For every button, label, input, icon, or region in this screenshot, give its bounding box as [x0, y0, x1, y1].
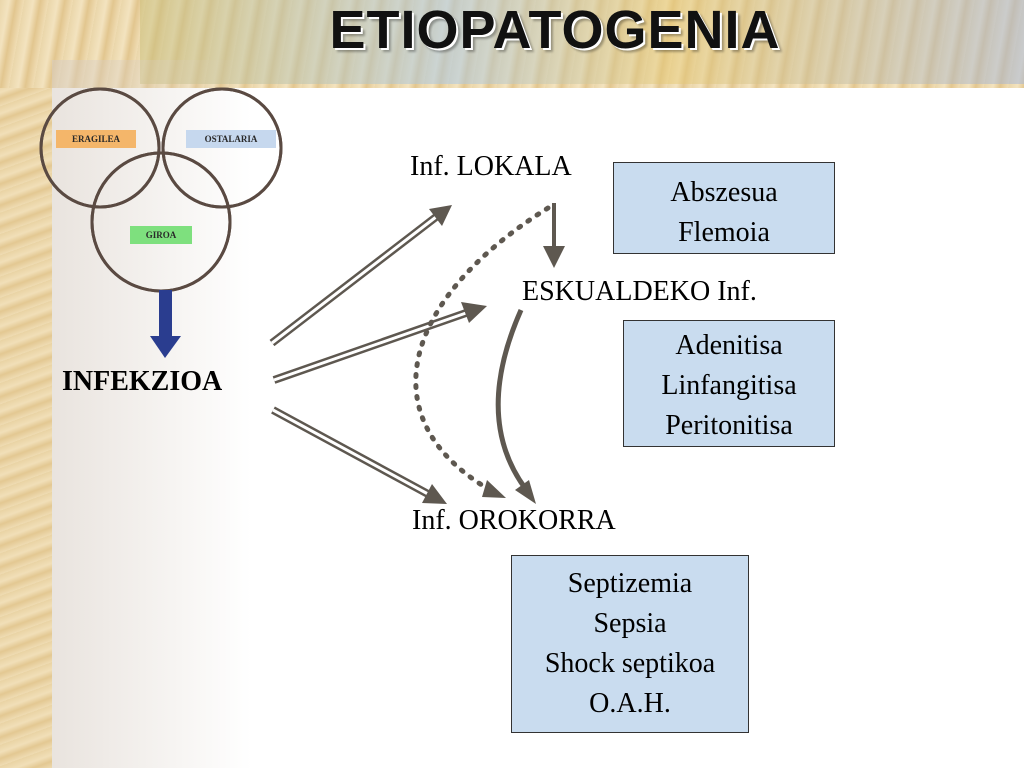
- page-title: ETIOPATOGENIA: [329, 0, 781, 60]
- flower-banner: [140, 0, 1024, 84]
- box-line: Abszesua: [670, 177, 778, 208]
- arrow-to-regional: [272, 302, 487, 384]
- box-line: Linfangitisa: [661, 370, 797, 401]
- regional-infection-label: ESKUALDEKO Inf.: [522, 276, 757, 307]
- box-line: Adenitisa: [675, 330, 783, 361]
- arrow-local-to-general-dotted: [413, 205, 551, 498]
- box-line: O.A.H.: [589, 688, 671, 719]
- local-infection-label: Inf. LOKALA: [410, 151, 572, 182]
- regional-examples-box: Adenitisa Linfangitisa Peritonitisa: [623, 320, 835, 447]
- box-line: Septizemia: [567, 568, 693, 599]
- general-examples-box: Septizemia Sepsia Shock septikoa O.A.H.: [511, 555, 749, 733]
- host-label: OSTALARIA: [186, 130, 276, 148]
- arrow-to-local: [269, 205, 452, 347]
- arrow-local-to-regional: [543, 203, 565, 268]
- box-line: Sepsia: [593, 608, 667, 639]
- box-line: Peritonitisa: [665, 410, 793, 441]
- local-examples-box: Abszesua Flemoia: [613, 162, 835, 254]
- box-line: Shock septikoa: [544, 648, 716, 679]
- down-arrow: [150, 290, 181, 358]
- environment-label: GIROA: [130, 226, 192, 244]
- agent-label: ERAGILEA: [56, 130, 136, 148]
- general-infection-label: Inf. OROKORRA: [412, 505, 616, 536]
- box-line: Flemoia: [678, 217, 770, 248]
- venn-diagram: [39, 87, 283, 293]
- arrow-to-general: [271, 406, 447, 504]
- infection-label: INFEKZIOA: [62, 366, 223, 397]
- arrow-regional-to-general: [495, 308, 536, 504]
